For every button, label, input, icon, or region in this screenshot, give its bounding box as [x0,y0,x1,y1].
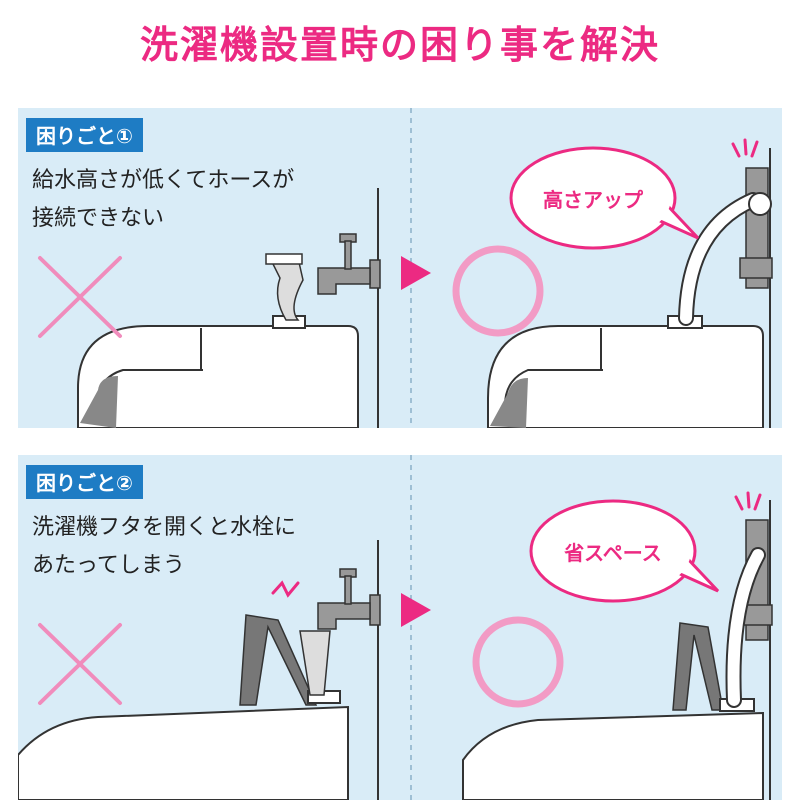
alert-lines-icon [731,138,759,158]
problem-description-2: 洗濯機フタを開くと水栓に あたってしまう [32,515,297,578]
alert-lines-icon-2 [271,580,300,598]
arrow-right-icon [401,256,431,290]
panel-2-illustration [18,455,773,800]
circle-icon [452,245,544,337]
washing-machine-right-2 [462,622,764,800]
elevated-faucet-icon-2 [725,519,773,708]
problem-description-1: 給水高さが低くてホースが 接続できない [32,168,295,231]
arrow-right-icon-2 [401,593,431,627]
panel-1-illustration [38,108,773,428]
circle-icon-2 [472,616,564,708]
elevated-faucet-icon [678,167,773,326]
problem-panel-1: 困りごと① 給水高さが低くてホースが 接続できない 高さアップ [18,108,782,428]
faucet-icon [265,233,381,321]
problem-tag-1: 困りごと① [26,118,143,152]
bubble-label-2: 省スペース [564,541,662,565]
alert-lines-icon-3 [734,491,762,511]
cross-icon-2 [38,623,122,705]
washing-machine-left-2 [18,614,349,800]
problem-tag-2: 困りごと② [26,465,143,499]
problem-panel-2: 困りごと② 洗濯機フタを開くと水栓に あたってしまう 省スペース [18,455,782,800]
washing-machine-left [77,315,359,428]
bubble-label-1: 高さアップ [543,188,643,212]
speech-bubble-2 [529,499,720,603]
cross-icon [38,256,122,338]
page-title: 洗濯機設置時の困り事を解決 [139,23,660,67]
faucet-icon-2 [299,568,381,696]
washing-machine-right [487,315,764,428]
speech-bubble-1 [509,146,700,250]
